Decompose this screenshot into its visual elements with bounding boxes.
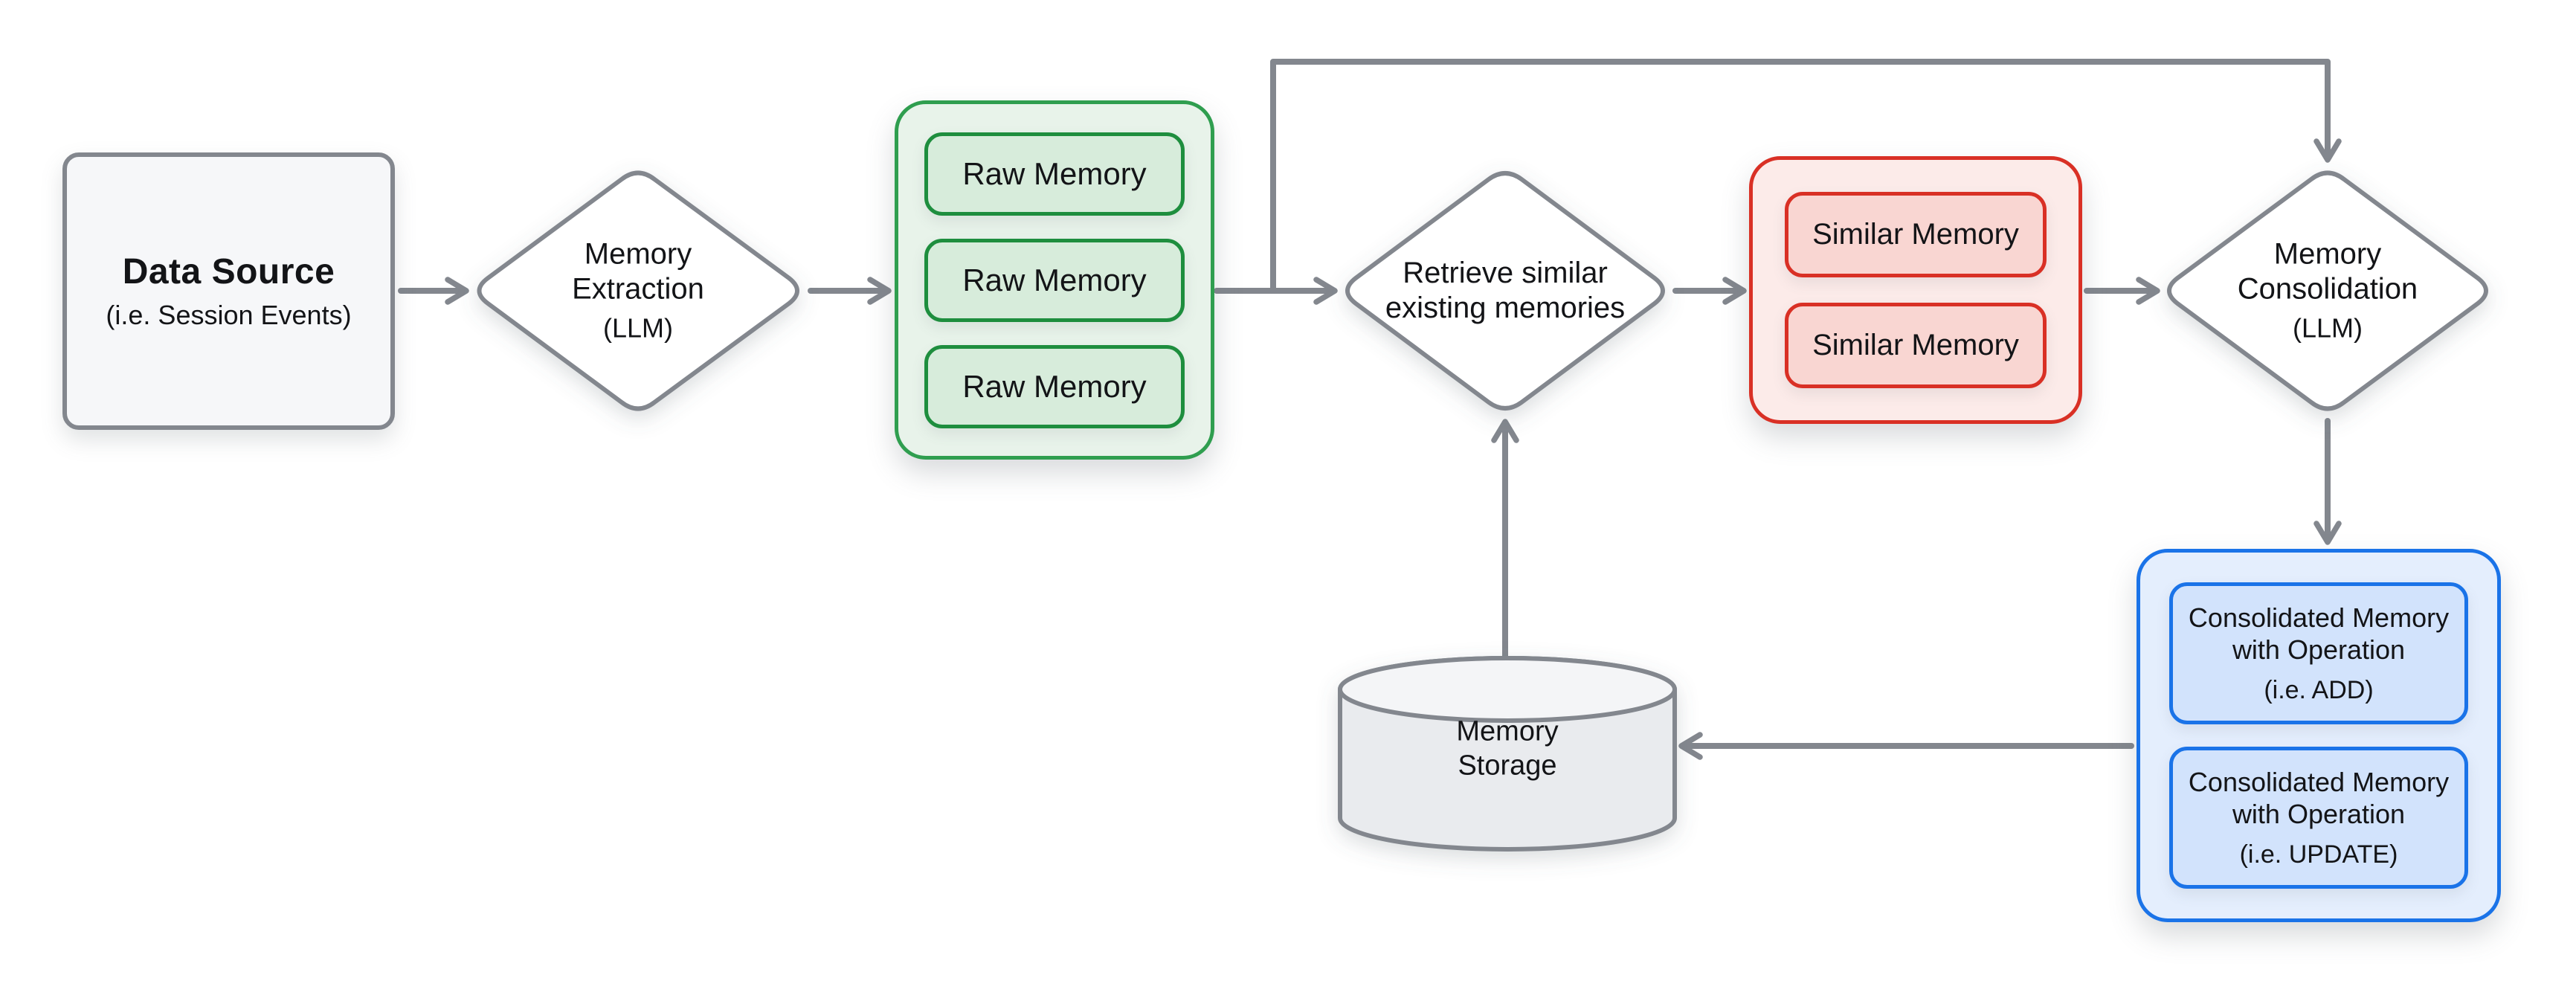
data-source-subtitle: (i.e. Session Events) [106,300,352,330]
similar-memory-group: Similar Memory Similar Memory [1749,156,2082,424]
memory-extraction-node: Memory Extraction (LLM) [541,237,735,345]
data-source-title: Data Source [122,252,335,292]
consolidated-memory-title: Consolidated Memory with Operation [2188,602,2450,665]
retrieve-similar-title: Retrieve similar existing memories [1385,256,1626,324]
consolidated-memory-group: Consolidated Memory with Operation (i.e.… [2137,549,2501,922]
memory-extraction-title: Memory Extraction [572,237,704,306]
consolidated-memory-operation: (i.e. UPDATE) [2239,840,2398,869]
raw-memory-group: Raw Memory Raw Memory Raw Memory [895,100,1214,460]
retrieve-similar-node: Retrieve similar existing memories [1382,256,1628,326]
consolidated-memory-operation: (i.e. ADD) [2264,676,2374,705]
memory-extraction-subtitle: (LLM) [602,312,673,344]
memory-consolidation-title: Memory Consolidation [2237,237,2418,306]
consolidated-memory-title: Consolidated Memory with Operation [2188,766,2450,829]
memory-storage-cylinder-top [1338,656,1677,723]
memory-extraction-diamond [477,170,799,411]
raw-memory-item: Raw Memory [924,132,1185,216]
raw-memory-item: Raw Memory [924,344,1185,428]
memory-storage-label: Memory Storage [1456,715,1559,781]
consolidated-memory-item: Consolidated Memory with Operation (i.e.… [2169,747,2468,889]
memory-consolidation-node: Memory Consolidation (LLM) [2212,237,2443,345]
raw-memory-item: Raw Memory [924,238,1185,322]
memory-consolidation-diamond [2167,170,2488,411]
data-source-node: Data Source (i.e. Session Events) [62,152,395,430]
memory-consolidation-subtitle: (LLM) [2292,312,2363,344]
retrieve-similar-diamond [1345,171,1665,411]
similar-memory-item: Similar Memory [1785,303,2047,388]
consolidated-memory-item: Consolidated Memory with Operation (i.e.… [2169,582,2468,724]
similar-memory-item: Similar Memory [1785,192,2047,277]
edge-raw-memory-to-consolidation-bypass [1270,59,2342,294]
